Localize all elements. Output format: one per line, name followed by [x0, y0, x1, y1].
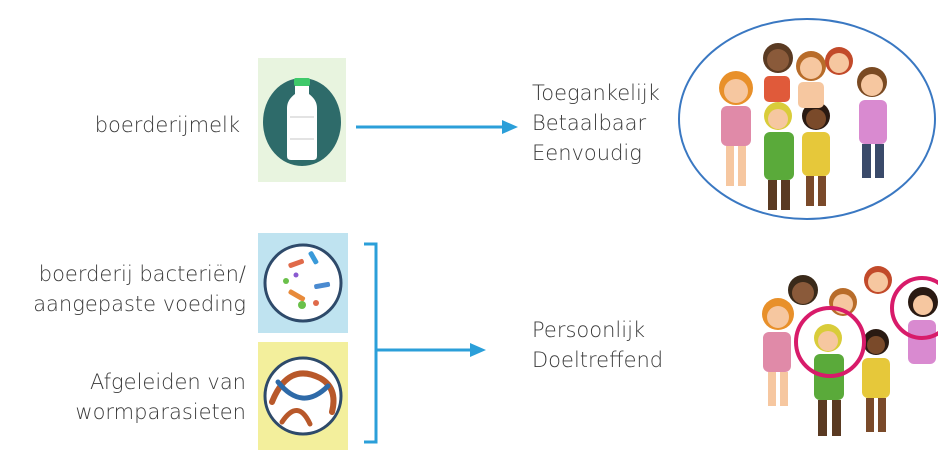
bacteria-label-line-2: aangepaste voeding — [33, 292, 246, 316]
arrow-1 — [356, 120, 518, 134]
bacteria-tile — [258, 233, 348, 333]
milk-bottle-icon — [263, 78, 341, 166]
highlight-circle-2 — [890, 276, 938, 340]
worm-label: Afgeleiden van wormparasieten — [0, 367, 246, 427]
children-group-highlighted-illustration — [748, 250, 938, 450]
milk-label: boerderijmelk — [94, 113, 240, 137]
highlight-circle-1 — [794, 306, 866, 378]
outcome-affordable: Betaalbaar — [532, 111, 647, 135]
outcomes-1: Toegankelijk Betaalbaar Eenvoudig — [532, 78, 660, 168]
worm-tile — [258, 342, 348, 450]
bracket-arrow — [364, 242, 486, 444]
outcome-accessible: Toegankelijk — [532, 81, 660, 105]
milk-tile — [258, 58, 346, 182]
outcome-personal: Persoonlijk — [532, 318, 646, 342]
outcome-simple: Eenvoudig — [532, 141, 642, 165]
worm-label-line-2: wormparasieten — [75, 400, 246, 424]
outcomes-2: Persoonlijk Doeltreffend — [532, 315, 663, 375]
bacteria-label: boerderij bacteriën/ aangepaste voeding — [0, 259, 246, 319]
bacteria-label-line-1: boerderij bacteriën/ — [38, 262, 246, 286]
worm-petri-icon — [263, 356, 343, 436]
children-group-illustration — [678, 18, 936, 220]
worm-label-line-1: Afgeleiden van — [90, 370, 246, 394]
bacteria-petri-icon — [263, 243, 343, 323]
outcome-effective: Doeltreffend — [532, 348, 664, 372]
